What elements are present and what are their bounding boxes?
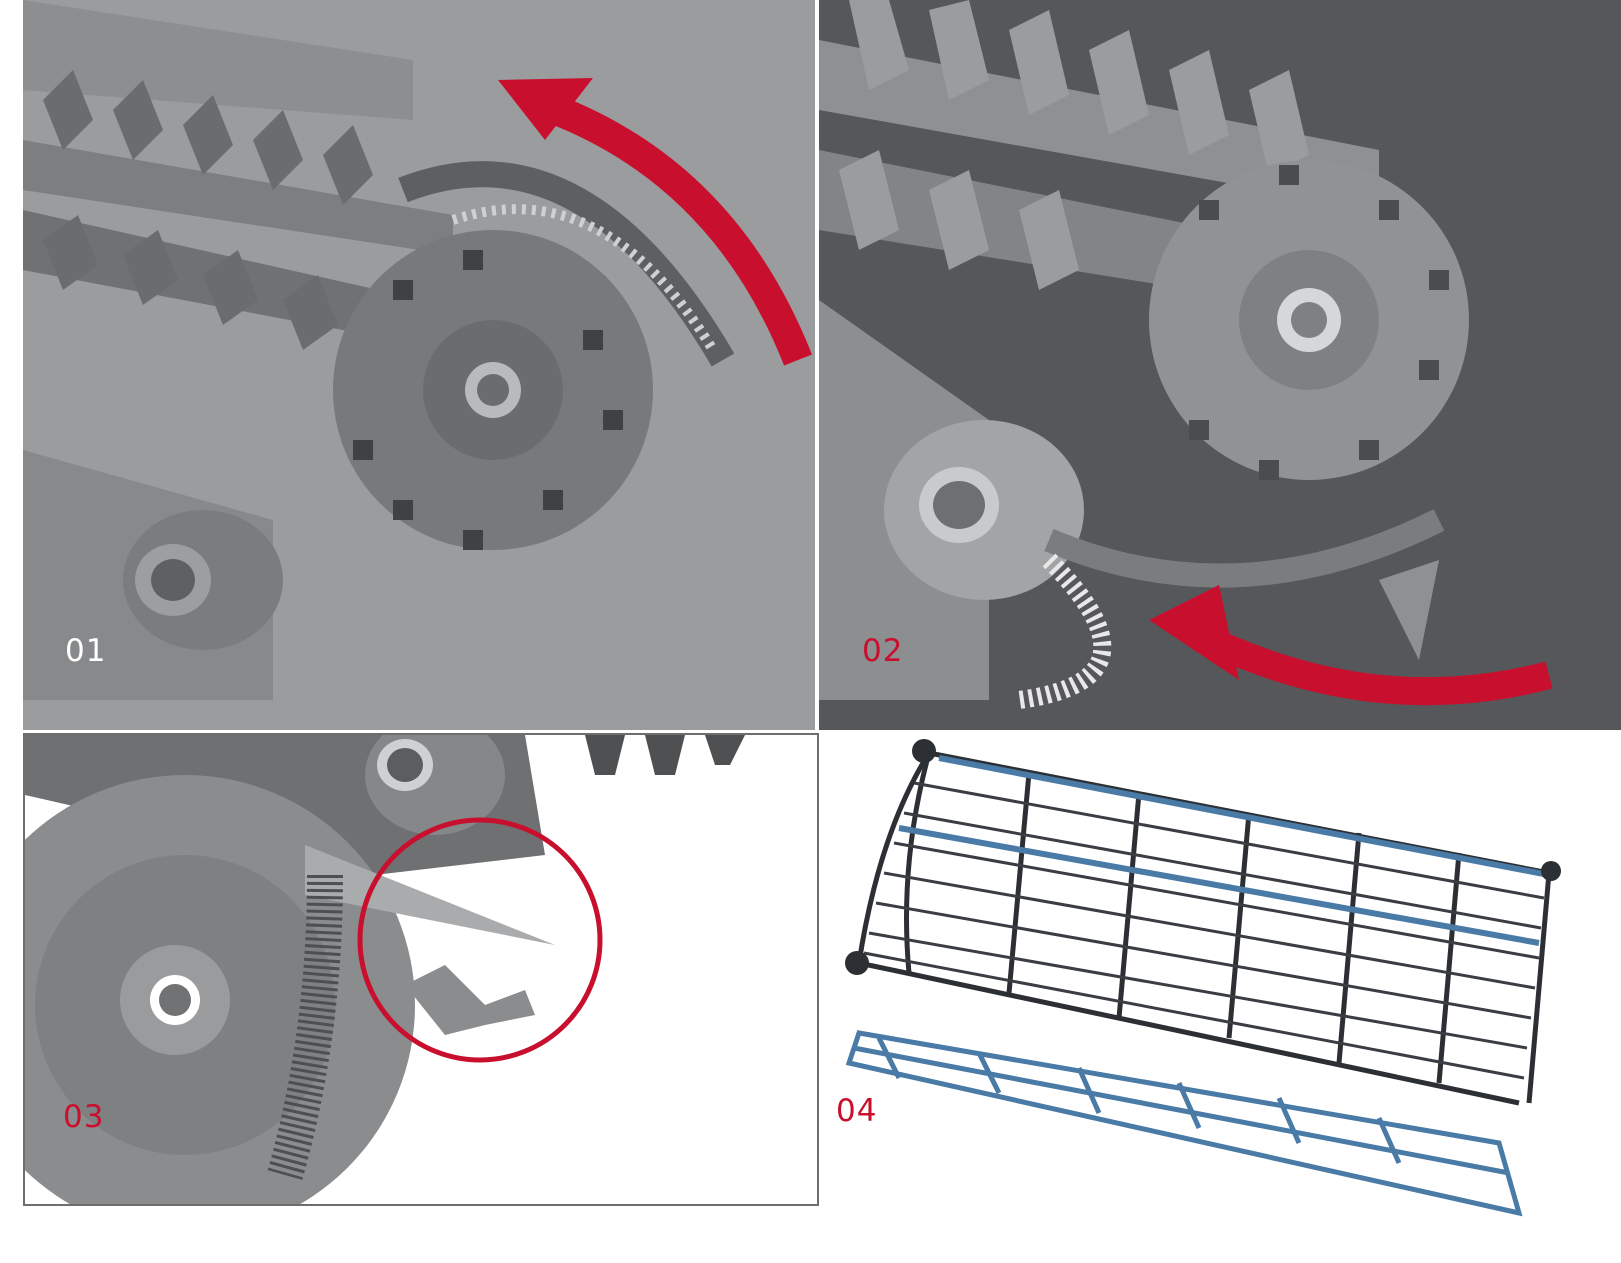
panel-number-01: 01 xyxy=(65,633,107,669)
concave-grate-illustration-04 xyxy=(819,733,1621,1263)
panel-number-03: 03 xyxy=(63,1099,105,1135)
panel-number-04: 04 xyxy=(836,1093,878,1129)
rotor-concave-illustration-02 xyxy=(819,0,1621,730)
concave-detail-illustration-03 xyxy=(25,735,817,1204)
photo-panel-02: 02 xyxy=(819,0,1621,730)
rotor-concave-illustration-01 xyxy=(23,0,815,730)
photo-panel-01: 01 xyxy=(23,0,815,730)
panel-number-02: 02 xyxy=(862,633,904,669)
photo-panel-03: 03 xyxy=(23,733,819,1206)
photo-panel-04: 04 xyxy=(819,733,1621,1263)
